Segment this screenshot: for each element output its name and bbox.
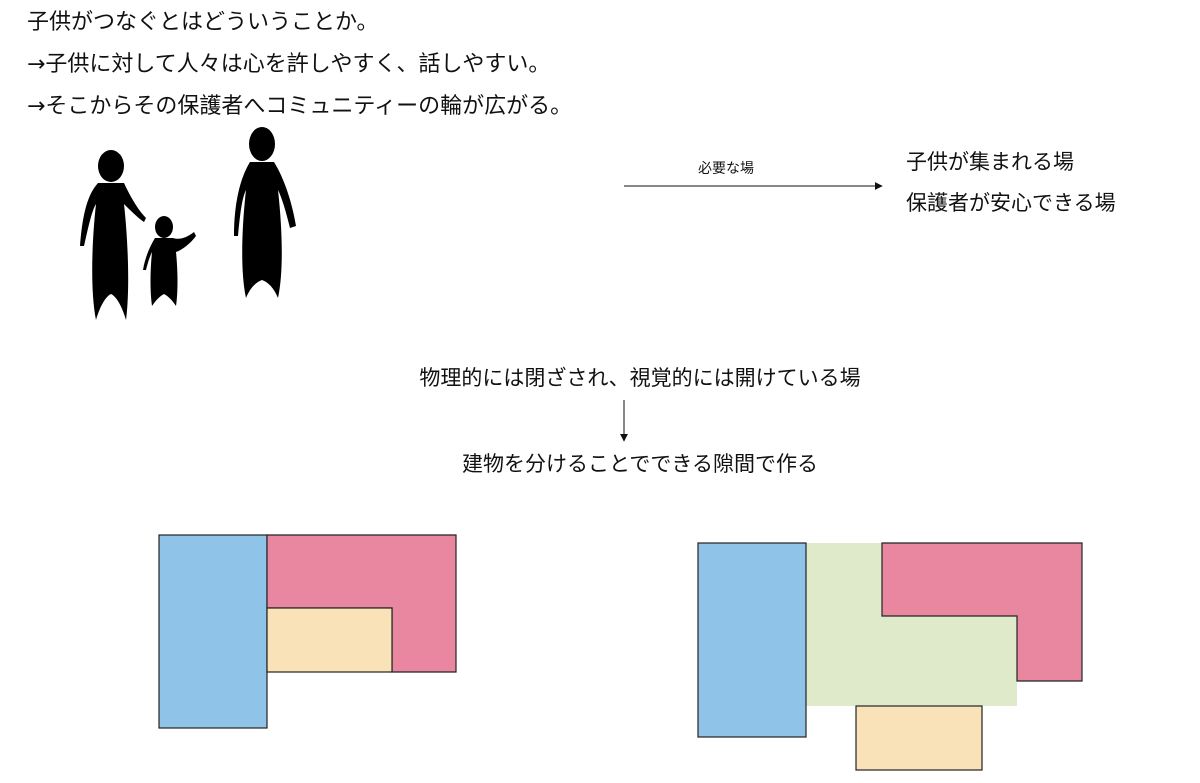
adult-figure-icon [234,127,296,298]
adult-figure-icon [80,150,146,320]
layout-left [158,534,457,729]
family-silhouette [80,127,296,320]
condition-text: 物理的には閉ざされ、視覚的には開けている場 [419,366,861,390]
block-pink-right [881,542,1083,682]
need-guardians-safe: 保護者が安心できる場 [906,191,1116,215]
block-peach-left [266,607,393,673]
intro-community: →そこからその保護者へコミュニティーの輪が広がる。 [27,94,573,119]
intro-question: 子供がつなぐとはどういうことか。 [27,10,379,35]
layout-right [697,542,1083,771]
block-blue-left [158,534,268,729]
block-blue-right [697,542,807,738]
method-text: 建物を分けることでできる隙間で作る [462,452,818,476]
need-children-gather: 子供が集まれる場 [906,150,1074,174]
block-peach-right [855,705,983,771]
child-figure-icon [143,216,196,306]
arrow-label: 必要な場 [698,161,754,177]
block-green-right [806,543,1017,706]
intro-reason: →子供に対して人々は心を許しやすく、話しやすい。 [27,52,551,77]
